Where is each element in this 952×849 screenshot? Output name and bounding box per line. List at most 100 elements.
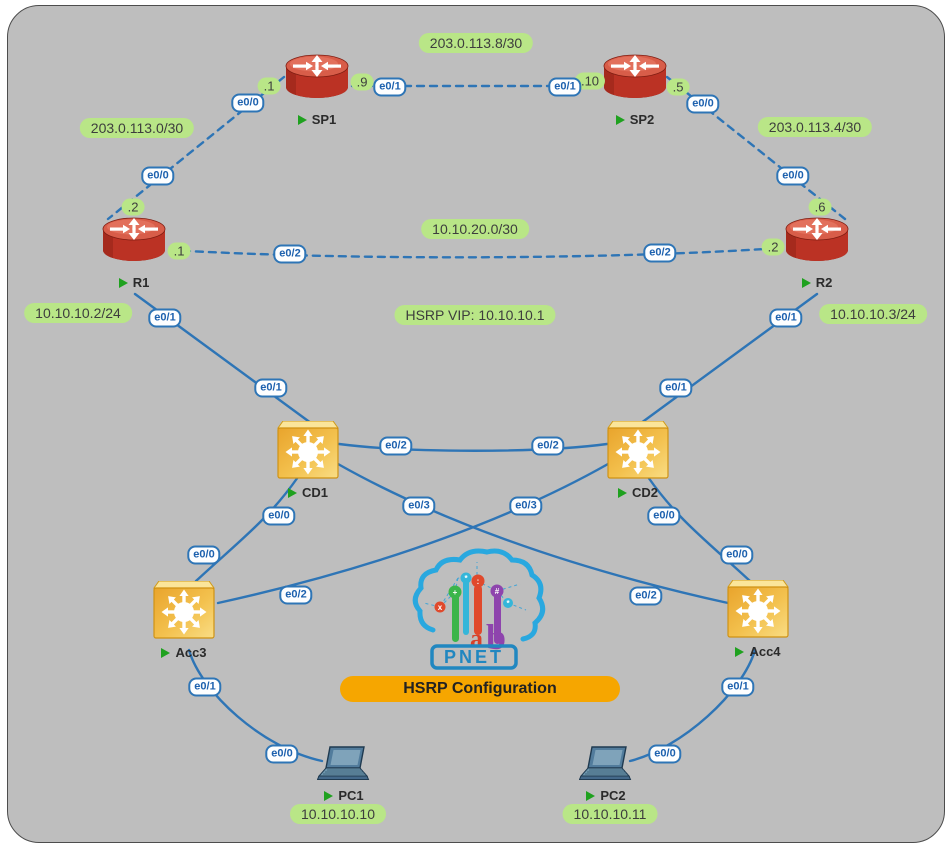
interface-label: e0/0 bbox=[720, 545, 754, 565]
interface-label: e0/1 bbox=[148, 308, 182, 328]
interface-label: e0/0 bbox=[262, 506, 296, 526]
network-label: 10.10.10.11 bbox=[562, 804, 658, 824]
interface-label: e0/1 bbox=[188, 677, 222, 697]
switch-icon bbox=[607, 421, 669, 479]
ip-suffix-label: .9 bbox=[350, 73, 374, 91]
interface-label: e0/2 bbox=[531, 436, 565, 456]
node-name-text: Acc3 bbox=[175, 645, 207, 660]
switch-icon bbox=[727, 580, 789, 638]
interface-label: e0/0 bbox=[776, 166, 810, 186]
laptop-icon bbox=[317, 746, 370, 780]
ip-suffix-label: .10 bbox=[574, 72, 606, 90]
node-cd1[interactable]: CD1 bbox=[260, 421, 356, 500]
interface-label: e0/2 bbox=[273, 244, 307, 264]
network-label: 10.10.10.3/24 bbox=[819, 304, 927, 324]
node-name-text: SP1 bbox=[311, 112, 337, 127]
switch-arrows bbox=[615, 429, 661, 475]
play-icon bbox=[617, 487, 627, 498]
ip-suffix-label: .2 bbox=[121, 198, 145, 216]
laptop-icon bbox=[579, 746, 632, 780]
router-icon bbox=[785, 217, 849, 261]
node-label: Acc3 bbox=[161, 645, 207, 660]
network-label: HSRP VIP: 10.10.10.1 bbox=[394, 305, 556, 325]
keyboard-lines bbox=[323, 769, 366, 775]
switch-icon bbox=[277, 421, 339, 479]
switch-arrows bbox=[285, 429, 331, 475]
network-label: 10.10.10.2/24 bbox=[24, 303, 132, 323]
interface-label: e0/1 bbox=[548, 77, 582, 97]
node-label: R1 bbox=[118, 275, 150, 290]
interface-label: e0/0 bbox=[141, 166, 175, 186]
node-label: PC1 bbox=[324, 788, 364, 803]
node-label: SP1 bbox=[297, 112, 337, 127]
node-name-text: SP2 bbox=[629, 112, 655, 127]
play-icon bbox=[735, 646, 745, 657]
interface-label: e0/1 bbox=[659, 378, 693, 398]
ip-suffix-label: .1 bbox=[167, 242, 191, 260]
interface-label: e0/3 bbox=[402, 496, 436, 516]
interface-label: e0/0 bbox=[648, 744, 682, 764]
node-acc4[interactable]: Acc4 bbox=[710, 580, 806, 659]
interface-label: e0/0 bbox=[686, 94, 720, 114]
ip-suffix-label: .2 bbox=[761, 238, 785, 256]
ip-suffix-label: .6 bbox=[808, 198, 832, 216]
node-pc1[interactable]: PC1 bbox=[296, 746, 392, 803]
network-label: 203.0.113.0/30 bbox=[79, 118, 195, 138]
interface-label: e0/0 bbox=[265, 744, 299, 764]
node-r2[interactable]: R2 bbox=[769, 217, 865, 290]
interface-label: e0/2 bbox=[629, 586, 663, 606]
interface-label: e0/2 bbox=[643, 243, 677, 263]
interface-label: e0/1 bbox=[254, 378, 288, 398]
interface-label: e0/0 bbox=[187, 545, 221, 565]
router-icon bbox=[603, 54, 667, 98]
interface-label: e0/3 bbox=[509, 496, 543, 516]
node-label: CD1 bbox=[287, 485, 328, 500]
play-icon bbox=[324, 790, 334, 801]
node-acc3[interactable]: Acc3 bbox=[136, 581, 232, 660]
switch-arrows bbox=[735, 588, 781, 634]
node-name-text: R1 bbox=[132, 275, 150, 290]
interface-label: e0/0 bbox=[231, 93, 265, 113]
node-pc2[interactable]: PC2 bbox=[558, 746, 654, 803]
play-icon bbox=[586, 790, 596, 801]
router-arrows bbox=[293, 55, 341, 77]
ip-suffix-label: .5 bbox=[666, 78, 690, 96]
node-name-text: PC2 bbox=[600, 788, 626, 803]
ip-suffix-label: .1 bbox=[257, 77, 281, 95]
router-arrows bbox=[110, 218, 158, 240]
network-label: 203.0.113.4/30 bbox=[757, 117, 873, 137]
node-name-text: PC1 bbox=[338, 788, 364, 803]
node-label: Acc4 bbox=[735, 644, 781, 659]
switch-arrows bbox=[161, 589, 207, 635]
node-cd2[interactable]: CD2 bbox=[590, 421, 686, 500]
node-label: R2 bbox=[801, 275, 833, 290]
play-icon bbox=[161, 647, 171, 658]
interface-label: e0/2 bbox=[379, 436, 413, 456]
play-icon bbox=[615, 114, 625, 125]
node-label: CD2 bbox=[617, 485, 658, 500]
hsrp-banner: HSRP Configuration bbox=[340, 676, 620, 702]
node-sp2[interactable]: SP2 bbox=[587, 54, 683, 127]
router-icon bbox=[285, 54, 349, 98]
node-sp1[interactable]: SP1 bbox=[269, 54, 365, 127]
network-label: 10.10.20.0/30 bbox=[421, 219, 529, 239]
play-icon bbox=[801, 277, 811, 288]
play-icon bbox=[287, 487, 297, 498]
router-arrows bbox=[793, 218, 841, 240]
node-name-text: R2 bbox=[815, 275, 833, 290]
router-arrows bbox=[611, 55, 659, 77]
node-r1[interactable]: R1 bbox=[86, 217, 182, 290]
node-name-text: Acc4 bbox=[749, 644, 781, 659]
interface-label: e0/0 bbox=[647, 506, 681, 526]
node-label: SP2 bbox=[615, 112, 655, 127]
node-name-text: CD1 bbox=[301, 485, 328, 500]
play-icon bbox=[118, 277, 128, 288]
switch-icon bbox=[153, 581, 215, 639]
router-icon bbox=[102, 217, 166, 261]
network-label: 10.10.10.10 bbox=[290, 804, 386, 824]
interface-label: e0/1 bbox=[373, 77, 407, 97]
node-label: PC2 bbox=[586, 788, 626, 803]
node-name-text: CD2 bbox=[631, 485, 658, 500]
interface-label: e0/2 bbox=[279, 585, 313, 605]
